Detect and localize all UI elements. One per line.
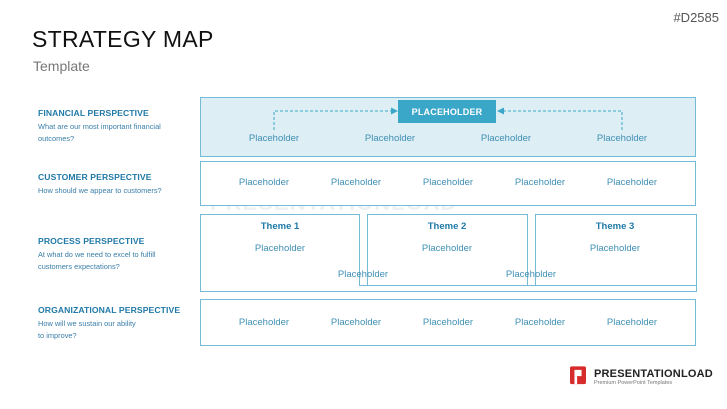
customer-desc: How should we appear to customers? [38, 185, 188, 197]
theme-3-title: Theme 3 [595, 221, 635, 232]
organizational-desc: How will we sustain our ability to impro… [38, 318, 188, 342]
logo-name: PRESENTATIONLOAD [594, 368, 713, 380]
customer-box [200, 161, 696, 206]
left-connector [273, 110, 392, 130]
customer-label: CUSTOMER PERSPECTIVE How should we appea… [38, 172, 188, 197]
organizational-desc-line: to improve? [38, 331, 77, 340]
org-placeholder: Placeholder [238, 317, 290, 328]
org-placeholder: Placeholder [514, 317, 566, 328]
logo-tagline: Premium PowerPoint Templates [594, 380, 673, 386]
customer-heading: CUSTOMER PERSPECTIVE [38, 172, 152, 182]
process-desc-line: At what do we need to excel to fulfill [38, 250, 156, 259]
financial-desc: What are our most important financial ou… [38, 121, 188, 145]
financial-placeholder: Placeholder [480, 133, 532, 144]
theme-3-box [535, 214, 697, 286]
page-title: STRATEGY MAP [32, 26, 214, 52]
page-subtitle: Template [33, 58, 90, 74]
theme-2-box [367, 214, 528, 286]
financial-placeholder: Placeholder [248, 133, 300, 144]
theme-3-placeholder: Placeholder [589, 243, 641, 254]
customer-placeholder: Placeholder [238, 177, 290, 188]
theme-2-placeholder: Placeholder [421, 243, 473, 254]
org-placeholder: Placeholder [606, 317, 658, 328]
process-desc: At what do we need to excel to fulfill c… [38, 249, 188, 273]
process-label: PROCESS PERSPECTIVE At what do we need t… [38, 236, 188, 273]
org-placeholder: Placeholder [330, 317, 382, 328]
financial-placeholder: Placeholder [596, 133, 648, 144]
top-placeholder-button[interactable]: PLACEHOLDER [398, 100, 496, 123]
customer-placeholder: Placeholder [330, 177, 382, 188]
right-connector [503, 110, 623, 130]
process-desc-line: customers expectations? [38, 262, 120, 271]
left-arrowhead [391, 107, 398, 115]
customer-placeholder: Placeholder [514, 177, 566, 188]
financial-desc-line: What are our most important financial [38, 122, 161, 131]
logo-icon [570, 366, 586, 385]
customer-desc-line: How should we appear to customers? [38, 186, 162, 195]
theme-1-title: Theme 1 [260, 221, 300, 232]
financial-placeholder: Placeholder [364, 133, 416, 144]
organizational-label: ORGANIZATIONAL PERSPECTIVE How will we s… [38, 305, 188, 342]
theme-2-title: Theme 2 [427, 221, 467, 232]
financial-desc-line: outcomes? [38, 134, 75, 143]
financial-label: FINANCIAL PERSPECTIVE What are our most … [38, 108, 188, 145]
financial-heading: FINANCIAL PERSPECTIVE [38, 108, 149, 118]
org-placeholder: Placeholder [422, 317, 474, 328]
customer-placeholder: Placeholder [606, 177, 658, 188]
right-arrowhead [497, 107, 504, 115]
slide-id: #D2585 [673, 10, 719, 25]
shared-placeholder: Placeholder [505, 269, 557, 280]
organizational-desc-line: How will we sustain our ability [38, 319, 136, 328]
theme-1-placeholder: Placeholder [254, 243, 306, 254]
process-heading: PROCESS PERSPECTIVE [38, 236, 145, 246]
organizational-heading: ORGANIZATIONAL PERSPECTIVE [38, 305, 181, 315]
customer-placeholder: Placeholder [422, 177, 474, 188]
organizational-box [200, 299, 696, 346]
shared-placeholder: Placeholder [337, 269, 389, 280]
